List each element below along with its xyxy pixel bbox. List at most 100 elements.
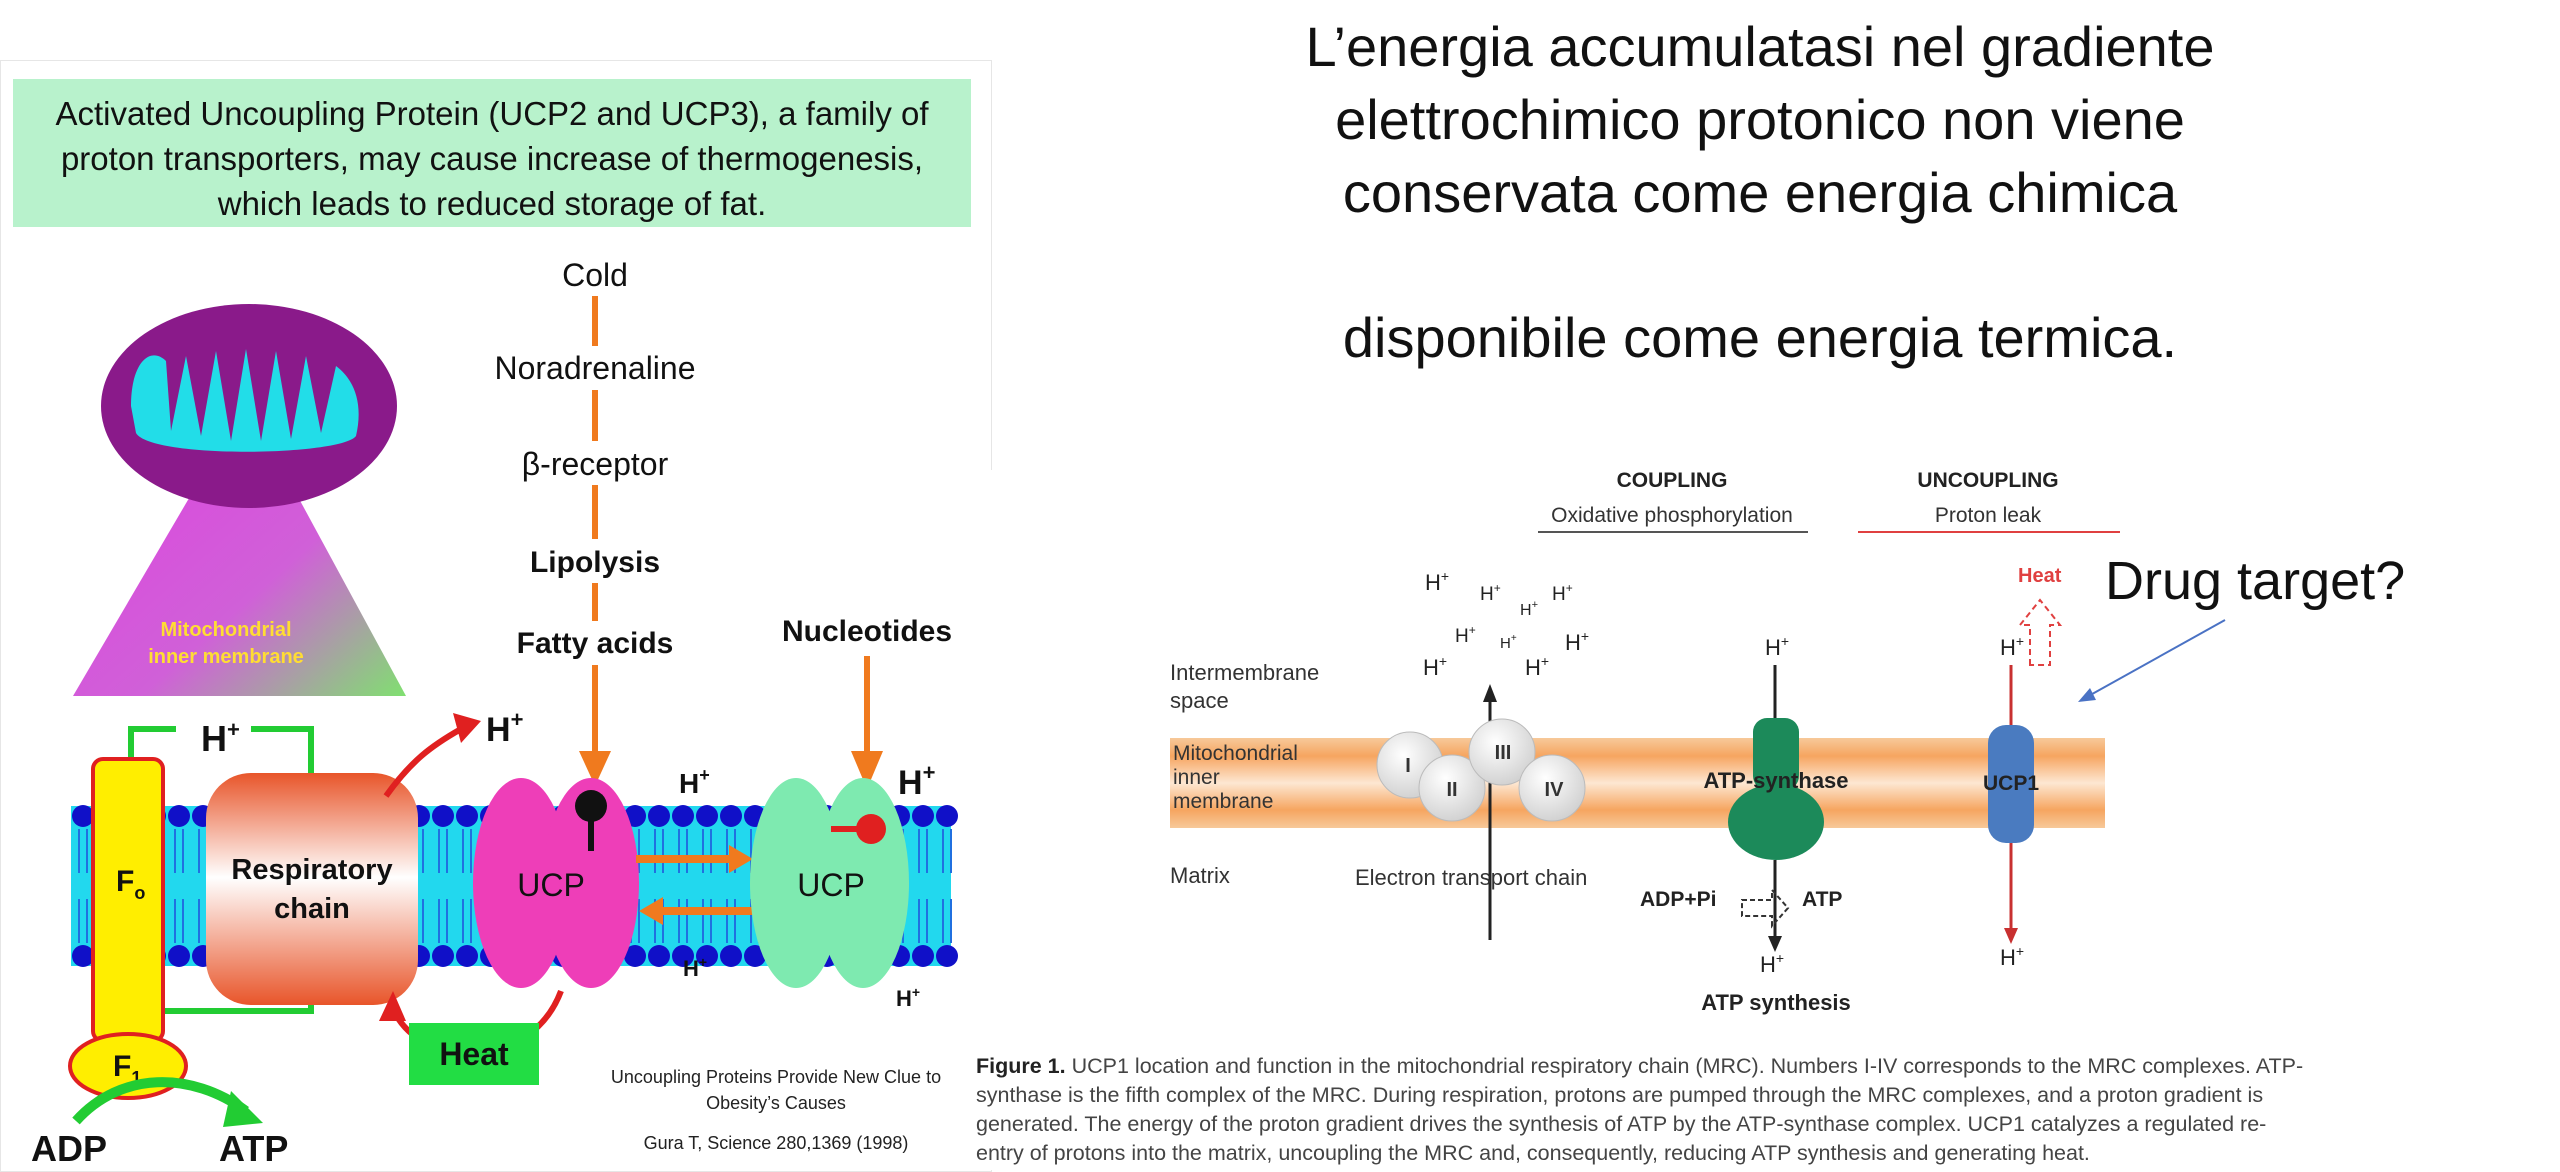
oxphos-header: Oxidative phosphorylation	[1551, 504, 1793, 527]
lipid-head	[72, 945, 94, 967]
coupling-header: COUPLING	[1617, 470, 1728, 492]
atp-synthase-fo	[1753, 718, 1799, 790]
lipid-head	[696, 945, 718, 967]
hplus-mid: H+	[679, 765, 710, 799]
lipid-head	[456, 805, 478, 827]
heat-arrow-icon	[2017, 598, 2063, 666]
figure-caption-label: Figure 1.	[976, 1054, 1066, 1078]
heat-box	[409, 1023, 539, 1085]
adp-pi-label: ADP+Pi	[1640, 888, 1716, 911]
membrane-label-1: Mitochondrial	[160, 619, 291, 641]
lipid-head	[624, 945, 646, 967]
complex-ii	[1418, 754, 1486, 822]
pathway-noradrenaline: Noradrenaline	[494, 350, 695, 386]
hplus-bottom-mid: H+	[683, 954, 707, 981]
synthase-hplus-bottom: H+	[1760, 950, 1784, 977]
right-membrane	[1170, 738, 2105, 828]
left-caption-line-2: proton transporters, may cause increase …	[60, 140, 924, 177]
ucp-active-right	[543, 778, 639, 988]
lipid-head	[672, 805, 694, 827]
atp-label: ATP	[219, 1128, 288, 1169]
lipid-head	[168, 805, 190, 827]
complex-iv	[1518, 754, 1586, 822]
figure-caption: Figure 1. UCP1 location and function in …	[976, 1052, 2310, 1168]
atp-synthase-f1	[1728, 784, 1824, 860]
lipid-head	[72, 805, 94, 827]
left-caption-line-3: which leads to reduced storage of fat.	[217, 185, 767, 222]
pathway-arrowhead	[579, 751, 611, 786]
svg-text:III: III	[1495, 742, 1512, 764]
drug-target-label: Drug target?	[2105, 551, 2406, 611]
drug-target-pointer	[2084, 619, 2226, 699]
right-diagram-svg: COUPLING Oxidative phosphorylation UNCOU…	[1170, 470, 2226, 1015]
svg-text:H+: H+	[1565, 628, 1589, 655]
adp-label: ADP	[31, 1128, 107, 1169]
left-caption-line-1: Activated Uncoupling Protein (UCP2 and U…	[55, 95, 929, 132]
lipid-head	[936, 945, 958, 967]
lipid-head	[456, 945, 478, 967]
membrane-triangle	[73, 401, 406, 696]
lipid-head	[720, 805, 742, 827]
atp-synthesis-label: ATP synthesis	[1701, 990, 1851, 1015]
matrix-label: Matrix	[1170, 863, 1230, 888]
nucleotide-binding-icon	[856, 814, 886, 844]
lipid-head	[744, 945, 766, 967]
ucp1-hplus-bottom: H+	[2000, 943, 2024, 970]
mitochondrion-icon	[101, 304, 397, 508]
lipid-head	[648, 805, 670, 827]
left-caption-box: Activated Uncoupling Protein (UCP2 and U…	[13, 79, 971, 227]
hplus-bottom-right: H+	[896, 984, 920, 1011]
hplus-top-ucp: H+	[486, 707, 523, 749]
heat-label: Heat	[439, 1036, 509, 1072]
hplus-right: H+	[898, 760, 935, 802]
intermembrane-label-1: Intermembrane	[1170, 660, 1319, 685]
ucp-thermogenesis-figure: Activated Uncoupling Protein (UCP2 and U…	[0, 60, 992, 1172]
pathway-beta-receptor: β-receptor	[522, 446, 669, 482]
nucleotides-label: Nucleotides	[782, 615, 952, 648]
figure-caption-text: UCP1 location and function in the mitoch…	[976, 1054, 2304, 1165]
membrane-label-2: inner membrane	[148, 646, 304, 668]
slide-subtitle: disponibile come energia termica.	[1342, 306, 2178, 369]
ucp1-mrc-figure: COUPLING Oxidative phosphorylation UNCOU…	[960, 470, 2320, 1170]
pathway-fatty-acids: Fatty acids	[517, 627, 674, 660]
uncoupling-header: UNCOUPLING	[1917, 470, 2058, 492]
adp-atp-arrow	[1741, 887, 1790, 929]
title-line-1: L’energia accumulatasi nel gradiente	[1305, 15, 2215, 78]
hplus-top-left: H+	[201, 717, 240, 759]
citation-line-3: Gura T, Science 280,1369 (1998)	[644, 1133, 909, 1153]
lipid-head	[912, 805, 934, 827]
intermembrane-label-2: space	[1170, 688, 1229, 713]
etc-complexes: I II III IV	[1376, 718, 1586, 822]
svg-text:H+: H+	[1520, 599, 1538, 619]
lipid-head	[696, 805, 718, 827]
f0-subunit	[91, 757, 165, 1043]
fatty-acid-binding-icon	[575, 790, 607, 822]
atp-synthase-label: ATP-synthase	[1703, 768, 1848, 793]
etc-label: Electron transport chain	[1355, 865, 1587, 890]
svg-text:H+: H+	[1423, 653, 1447, 680]
lipid-head	[648, 945, 670, 967]
respiratory-label-2: chain	[274, 893, 350, 925]
svg-text:H+: H+	[1455, 623, 1476, 647]
lipid-head	[432, 945, 454, 967]
lipid-head	[672, 945, 694, 967]
pathway-cold: Cold	[562, 257, 628, 293]
title-line-3: conservata come energia chimica	[1342, 161, 2178, 224]
mito-inner-label-2: inner	[1173, 766, 1220, 789]
atp-product-label: ATP	[1802, 888, 1842, 911]
svg-text:I: I	[1405, 755, 1411, 777]
citation-line-2: Obesity’s Causes	[706, 1093, 846, 1113]
nucleotides-arrowhead	[851, 751, 883, 789]
ucp-inactive-label: UCP	[797, 867, 865, 903]
ucp1-protein	[1988, 725, 2034, 843]
title-line-2: elettrochimico protonico non viene	[1335, 88, 2185, 151]
respiratory-label-1: Respiratory	[231, 854, 392, 886]
svg-text:H+: H+	[1525, 653, 1549, 680]
ucp-active-label: UCP	[517, 867, 585, 903]
svg-text:H+: H+	[1500, 633, 1517, 652]
left-diagram-svg: Cold Noradrenaline β-receptor Lipolysis …	[31, 251, 958, 1169]
complex-iii	[1468, 718, 1536, 786]
ucp-inactive-left	[750, 778, 842, 988]
citation-line-1: Uncoupling Proteins Provide New Clue to	[611, 1067, 941, 1087]
f0-label: Fo	[116, 865, 145, 903]
